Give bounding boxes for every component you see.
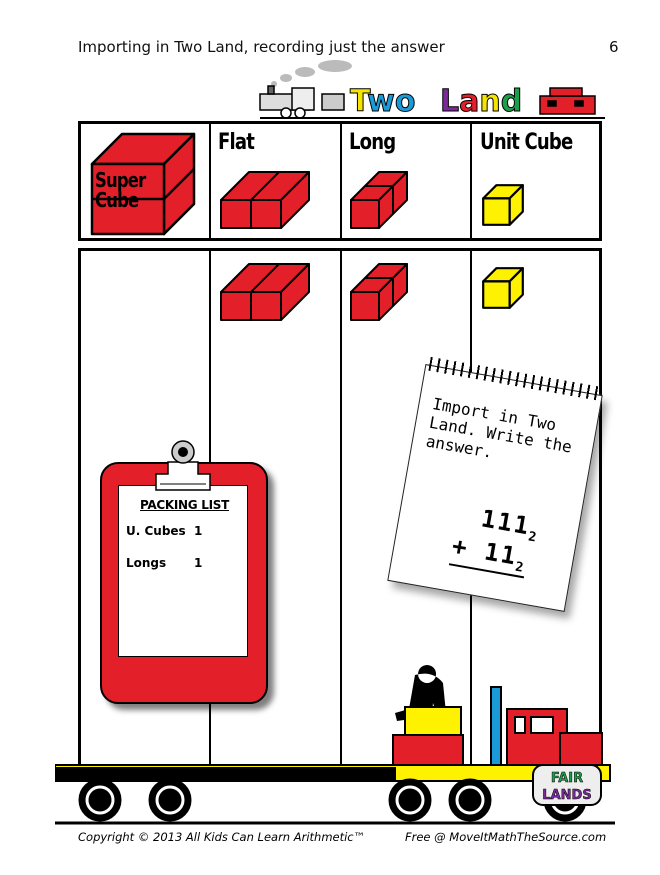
flat-block-icon <box>219 262 311 322</box>
wheels <box>78 778 587 822</box>
flat-block-icon <box>219 170 311 230</box>
copyright-text: Copyright © 2013 All Kids Can Learn Arit… <box>78 830 366 844</box>
truck-illustration: FAIR LANDS <box>55 665 615 825</box>
page-number: 6 <box>609 38 619 56</box>
unit-cube-icon <box>481 266 525 310</box>
packing-item-qty: 1 <box>194 556 203 570</box>
long-block-icon <box>349 170 411 232</box>
fair-lands-logo <box>532 764 602 806</box>
packing-list-title: PACKING LIST <box>140 498 229 512</box>
unit-cube-icon <box>481 183 525 227</box>
column-header-long: Long <box>349 130 396 155</box>
super-cube-icon <box>90 132 196 236</box>
worksheet-title: Importing in Two Land, recording just th… <box>78 38 445 56</box>
source-link[interactable]: Free @ MoveItMathTheSource.com <box>405 830 607 844</box>
problem-notepad: Import in Two Land. Write the answer. 11… <box>387 356 603 612</box>
long-block-icon <box>349 262 411 324</box>
logo-line-1: FAIR <box>551 771 583 786</box>
packing-item-qty: 1 <box>194 524 203 538</box>
smoke-icon <box>271 60 352 87</box>
caboose-icon <box>539 87 596 115</box>
packing-item-name: U. Cubes <box>126 524 186 538</box>
clipboard-clip-icon <box>155 440 211 491</box>
locomotive-icon <box>259 85 345 119</box>
packing-item-name: Longs <box>126 556 167 570</box>
banner-word-two: Two <box>350 84 416 119</box>
banner-word-land: Land <box>440 84 522 119</box>
two-land-train-banner: Two Land <box>259 60 605 120</box>
column-header-unit-cube: Unit Cube <box>480 130 573 155</box>
column-header-flat: Flat <box>218 130 255 155</box>
logo-line-2: LANDS <box>542 788 591 803</box>
